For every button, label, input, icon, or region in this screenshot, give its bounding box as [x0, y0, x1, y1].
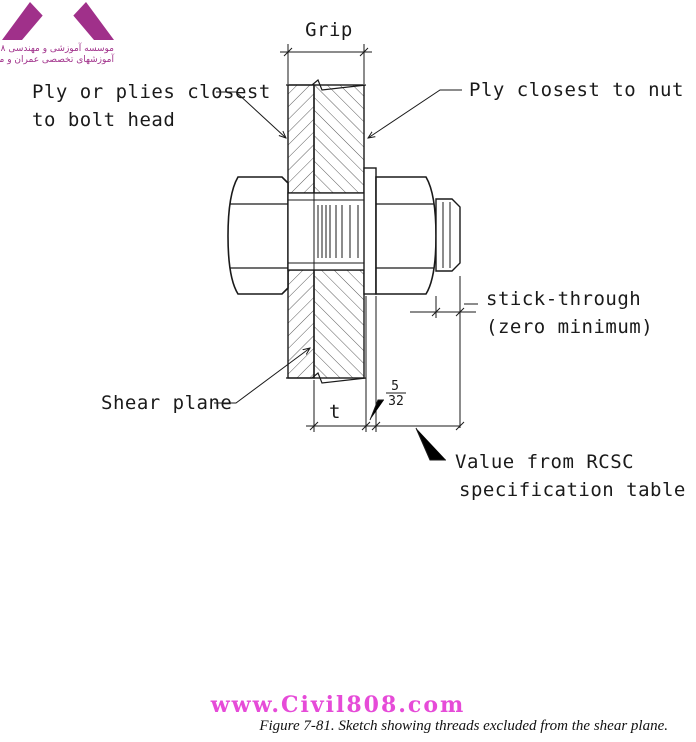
- stick-through-dimension: [410, 276, 478, 428]
- nut: [375, 176, 437, 295]
- ply-head-label-line2: to bolt head: [32, 109, 175, 131]
- logo-line1: موسسه آموزشی و مهندسی ۸۰۸: [0, 42, 114, 54]
- bolt-shank: [287, 192, 367, 271]
- shear-plane-leader: [214, 348, 310, 404]
- fraction-numerator: 5: [391, 379, 399, 394]
- watermark-text: www.Civil808.com: [210, 692, 466, 718]
- rcsc-label-line2: specification table C2: [459, 479, 696, 501]
- logo-mark-icon: [2, 2, 114, 40]
- ply-head-label-line1: Ply or plies closest: [32, 81, 271, 103]
- rcsc-label-line1: Value from RCSC: [455, 451, 634, 473]
- grip-dimension: [280, 44, 372, 84]
- grip-label: Grip: [305, 19, 353, 41]
- stick-through-label-line2: (zero minimum): [486, 316, 653, 338]
- ply-nut-leader: [368, 89, 462, 138]
- washer: [363, 167, 377, 295]
- bolt-tail: [435, 198, 461, 272]
- logo-line2: آموزشهای تخصصی عمران و معماری: [0, 53, 114, 65]
- t-label: t: [329, 401, 341, 423]
- figure-caption: Figure 7-81. Sketch showing threads excl…: [258, 718, 668, 734]
- stick-through-label-line1: stick-through: [486, 288, 641, 310]
- shear-plane-label: Shear plane: [101, 392, 232, 414]
- ply-nut-label: Ply closest to nut: [469, 79, 684, 101]
- company-logo: موسسه آموزشی و مهندسی ۸۰۸ آموزشهای تخصصی…: [0, 2, 114, 65]
- bolt-threads: [317, 205, 359, 258]
- thickness-dimension: [306, 296, 465, 461]
- ply-nut: [313, 84, 365, 379]
- ply-head-leader: [216, 91, 286, 138]
- fraction-denominator: 32: [388, 394, 404, 409]
- bolt-head: [227, 176, 289, 295]
